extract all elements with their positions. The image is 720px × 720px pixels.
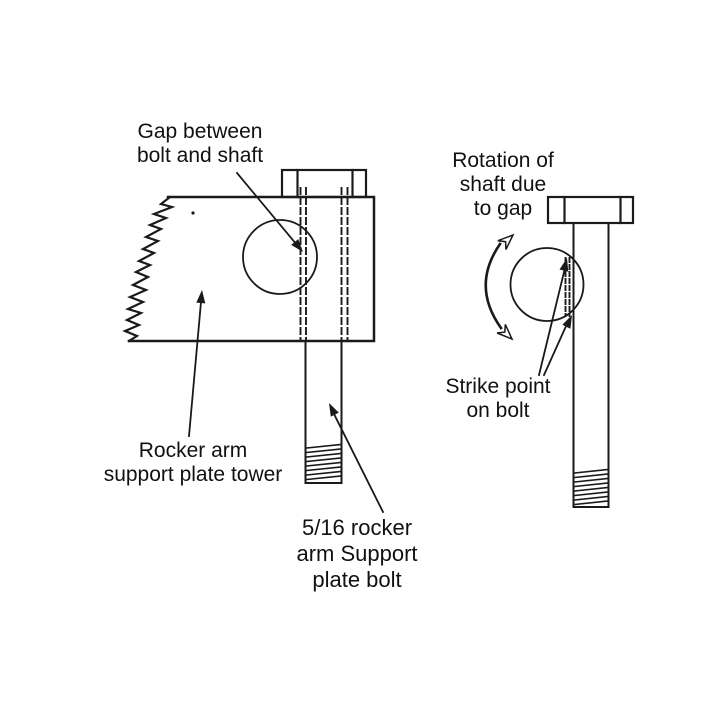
strike-label: Strike point on bolt [445,375,551,422]
bolt-rotation-diagram [484,195,635,508]
shaft-circle-right [509,247,585,322]
gap-arrow [235,171,303,252]
rotation-arc [484,233,515,341]
bolt-shank-right [572,222,610,508]
rotation-arrowhead-top [497,233,515,250]
bolt-label-arrow [329,403,385,514]
plate-broken-edge [122,195,176,343]
plate-speck [191,211,195,215]
bolt-label: 5/16 rocker arm Support plate bolt [296,515,418,592]
gap-label: Gap between bolt and shaft [136,120,264,167]
support-plate-diagram [122,168,385,514]
rotation-label: Rotation of shaft due to gap [452,149,554,220]
tower-label: Rocker arm support plate tower [103,439,283,486]
strike-arrow-lower [542,315,572,377]
bolt-head-left [280,168,368,199]
bolt-threads-right [573,468,609,506]
bolt-head-right [546,195,635,225]
shaft-circle-left [242,219,318,295]
hidden-bolt-dashed-lines [299,187,349,341]
tower-arrow [188,290,206,437]
rotation-arrowhead-bottom [496,324,514,341]
bolt-threads-left [305,443,342,481]
bolt-shank-left [304,340,343,484]
plate-outline [127,195,376,343]
strike-arrow-upper [537,258,569,377]
